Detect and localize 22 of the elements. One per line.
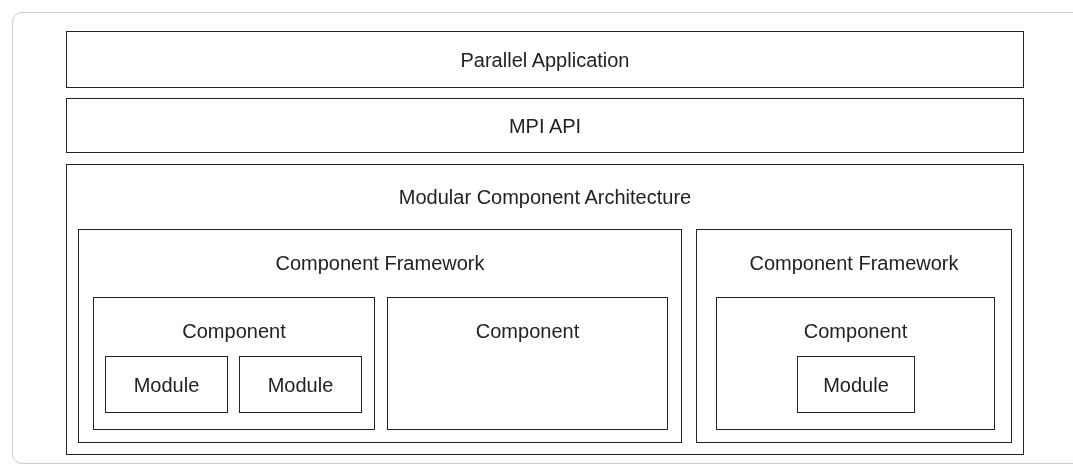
- box-label: Parallel Application: [459, 47, 631, 72]
- nested-box: [78, 229, 682, 443]
- layer-box: [66, 31, 1024, 88]
- box-label: Component: [474, 319, 581, 343]
- nested-box: [716, 297, 995, 430]
- nested-box: [93, 297, 375, 430]
- box-label: MPI API: [507, 113, 583, 138]
- nested-box: [696, 229, 1012, 443]
- nested-box: [239, 356, 362, 413]
- layer-box: [66, 98, 1024, 153]
- nested-box: [797, 356, 915, 413]
- layer-box: [66, 164, 1024, 455]
- nested-box: [105, 356, 228, 413]
- box-label: Component Framework: [274, 251, 486, 275]
- box-label: Component: [181, 319, 287, 343]
- nested-box: [387, 297, 668, 430]
- box-label: Component: [802, 319, 909, 343]
- box-label: Component Framework: [748, 251, 960, 275]
- box-label: Module: [132, 372, 201, 397]
- box-label: Module: [266, 372, 335, 397]
- box-label: Module: [822, 372, 890, 397]
- box-label: Modular Component Architecture: [397, 185, 693, 209]
